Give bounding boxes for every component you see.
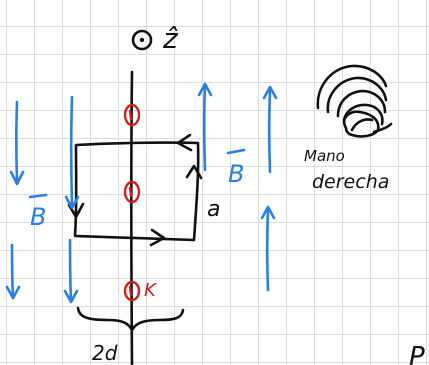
current-symbol-middle <box>123 180 141 204</box>
z-axis-label: ẑ <box>162 22 179 55</box>
field-label-right: B <box>228 160 244 188</box>
vector-bar-left <box>28 193 48 199</box>
width-label: 2d <box>92 341 118 365</box>
loop-arrow-bottom <box>149 228 166 247</box>
right-hand-caption-line2: derecha <box>312 171 389 193</box>
loop-arrow-right <box>185 164 203 180</box>
field-arrows-left <box>5 95 80 304</box>
amperian-loop <box>73 141 200 242</box>
side-length-label: a <box>207 197 220 222</box>
vector-bar-right <box>226 148 246 155</box>
current-symbol-bottom <box>123 280 141 302</box>
field-arrows-right <box>197 82 278 292</box>
current-symbol-top <box>123 103 141 127</box>
right-hand-caption-line1: Mano <box>304 147 345 165</box>
right-hand-drawing <box>316 64 393 138</box>
loop-arrow-top <box>176 133 193 152</box>
out-of-page-symbol <box>131 29 153 51</box>
width-brace <box>76 306 185 332</box>
corner-letter: P <box>409 342 425 365</box>
field-label-left: B <box>30 203 46 231</box>
current-label: K <box>144 280 157 301</box>
